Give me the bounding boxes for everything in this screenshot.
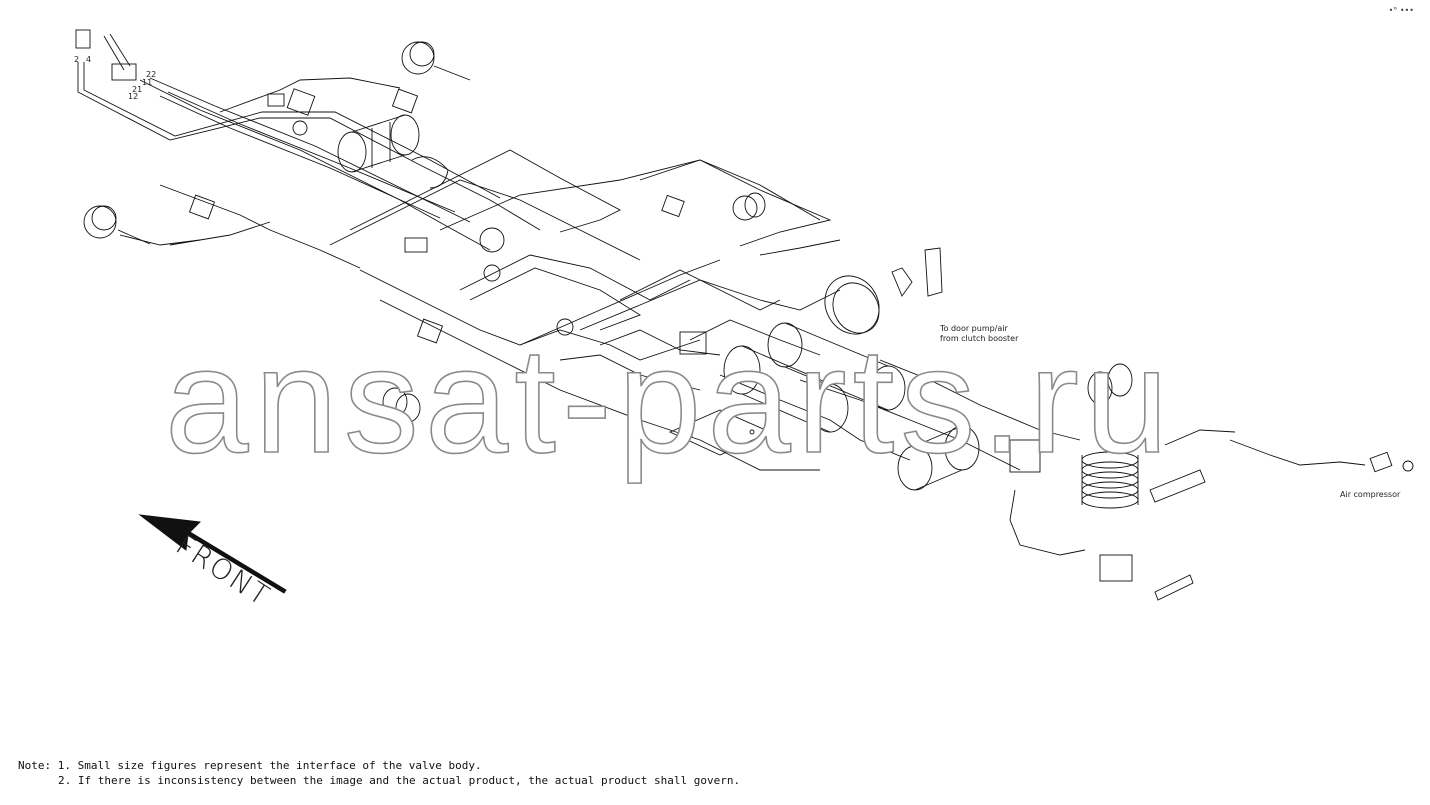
tank-straps <box>411 156 943 335</box>
line-number: 11 <box>142 78 153 87</box>
air-tank-3 <box>767 322 906 411</box>
air-tank-1 <box>337 114 420 173</box>
line-number: 12 <box>128 92 139 101</box>
air-tank-4 <box>897 425 980 491</box>
hand-brake-valve <box>75 29 137 81</box>
brake-chamber-front-right <box>401 41 471 81</box>
front-arrow <box>138 514 287 594</box>
brake-chamber-rear <box>382 387 421 423</box>
air-tank-2 <box>723 345 849 433</box>
callout-door-pump-line2: from clutch booster <box>940 334 1019 343</box>
note-line-2: 2. If there is inconsistency between the… <box>58 774 741 787</box>
notes: Note: 1. Small size figures represent th… <box>18 758 740 788</box>
line-number: 21 <box>132 85 143 94</box>
callout-air-compressor: Air compressor <box>1340 490 1401 499</box>
cooling-coil <box>1081 451 1139 509</box>
line-number: 2 <box>74 55 80 64</box>
valve-cluster <box>188 88 1133 582</box>
line-number: 4 <box>86 55 92 64</box>
small-tank <box>1087 363 1133 405</box>
air-compressor-fitting <box>1369 451 1414 473</box>
brake-chamber-front-left <box>83 205 151 245</box>
mounting-plates <box>267 93 1206 601</box>
corner-mark: •° ••• <box>1388 6 1414 15</box>
note-line-1: Note: 1. Small size figures represent th… <box>18 759 482 772</box>
callout-door-pump-line1: To door pump/air <box>940 324 1008 333</box>
line-number: 22 <box>146 70 157 79</box>
brake-chamber-mid <box>732 192 766 221</box>
pipe-lines <box>77 62 1366 556</box>
